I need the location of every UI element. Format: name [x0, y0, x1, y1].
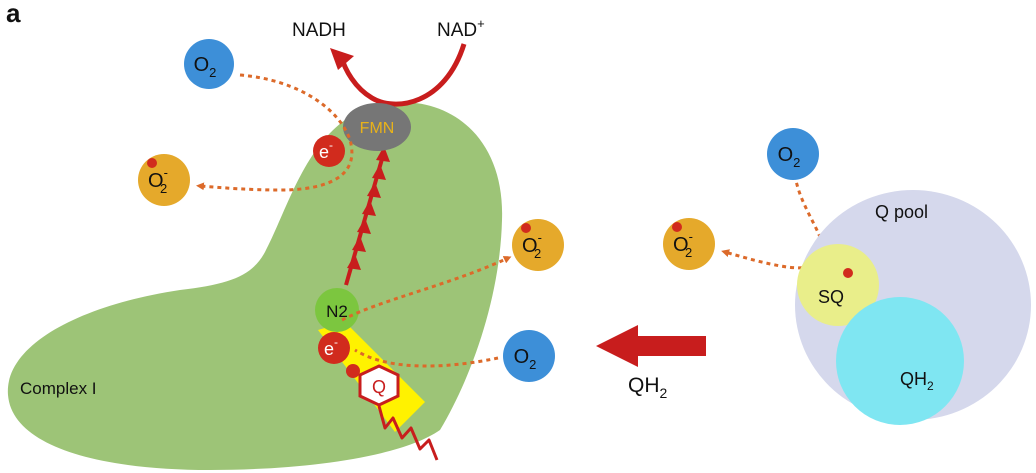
- qh2-label: QH2: [628, 374, 668, 401]
- sq-label: SQ: [818, 287, 844, 307]
- fmn-site-electron: e-: [313, 135, 345, 167]
- nad-plus-label: NAD+: [437, 16, 485, 41]
- n2-label: N2: [326, 302, 348, 321]
- qh2-delivery-arrow: [596, 325, 706, 367]
- nad-arrow-head: [330, 48, 354, 70]
- svg-text:O-2: O-2: [673, 229, 693, 260]
- n2-cluster: [315, 288, 359, 332]
- o2-to-semiquinone-path: [354, 348, 499, 368]
- svg-text:e-: e-: [324, 335, 338, 359]
- fmn-cofactor: [343, 103, 411, 151]
- svg-text:O-2: O-2: [148, 165, 168, 196]
- complex-i-label: Complex I: [20, 379, 97, 398]
- q-label: Q: [372, 377, 386, 397]
- quinone-ring: Q: [358, 364, 400, 407]
- panel-label: a: [6, 0, 21, 28]
- svg-text:O2: O2: [778, 144, 801, 170]
- oxygen-molecule-quinone: O2: [503, 330, 555, 382]
- nadh-label: NADH: [292, 20, 346, 41]
- qh2-pool-label: QH2: [900, 369, 934, 393]
- quinone-site-electron: e-: [318, 332, 350, 364]
- superoxide-qpool: O-2: [663, 218, 715, 270]
- svg-text:O2: O2: [514, 346, 537, 372]
- superoxide-n2: O-2: [512, 219, 564, 271]
- svg-text:e-: e-: [319, 138, 333, 162]
- nad-to-nadh-arrow: [338, 43, 467, 107]
- isoprenoid-tail: [377, 405, 439, 461]
- electron-transfer-chevrons: [347, 146, 390, 270]
- complex-i-body: [7, 102, 503, 471]
- qh2-pool: [836, 297, 964, 425]
- superoxide-fmn: O-2: [138, 154, 190, 206]
- quinone-electron-dot: [346, 364, 360, 378]
- q-pool-label: Q pool: [875, 202, 928, 222]
- fmn-label: FMN: [360, 120, 395, 137]
- oxygen-molecule-fmn: O2: [184, 39, 234, 89]
- semiquinone: [797, 244, 879, 326]
- svg-text:O-2: O-2: [522, 230, 542, 261]
- semiquinone-radical-dot: [843, 268, 853, 278]
- oxygen-molecule-qpool: O2: [767, 128, 819, 180]
- svg-text:O2: O2: [194, 54, 217, 80]
- n2-to-superoxide-path: [341, 256, 512, 322]
